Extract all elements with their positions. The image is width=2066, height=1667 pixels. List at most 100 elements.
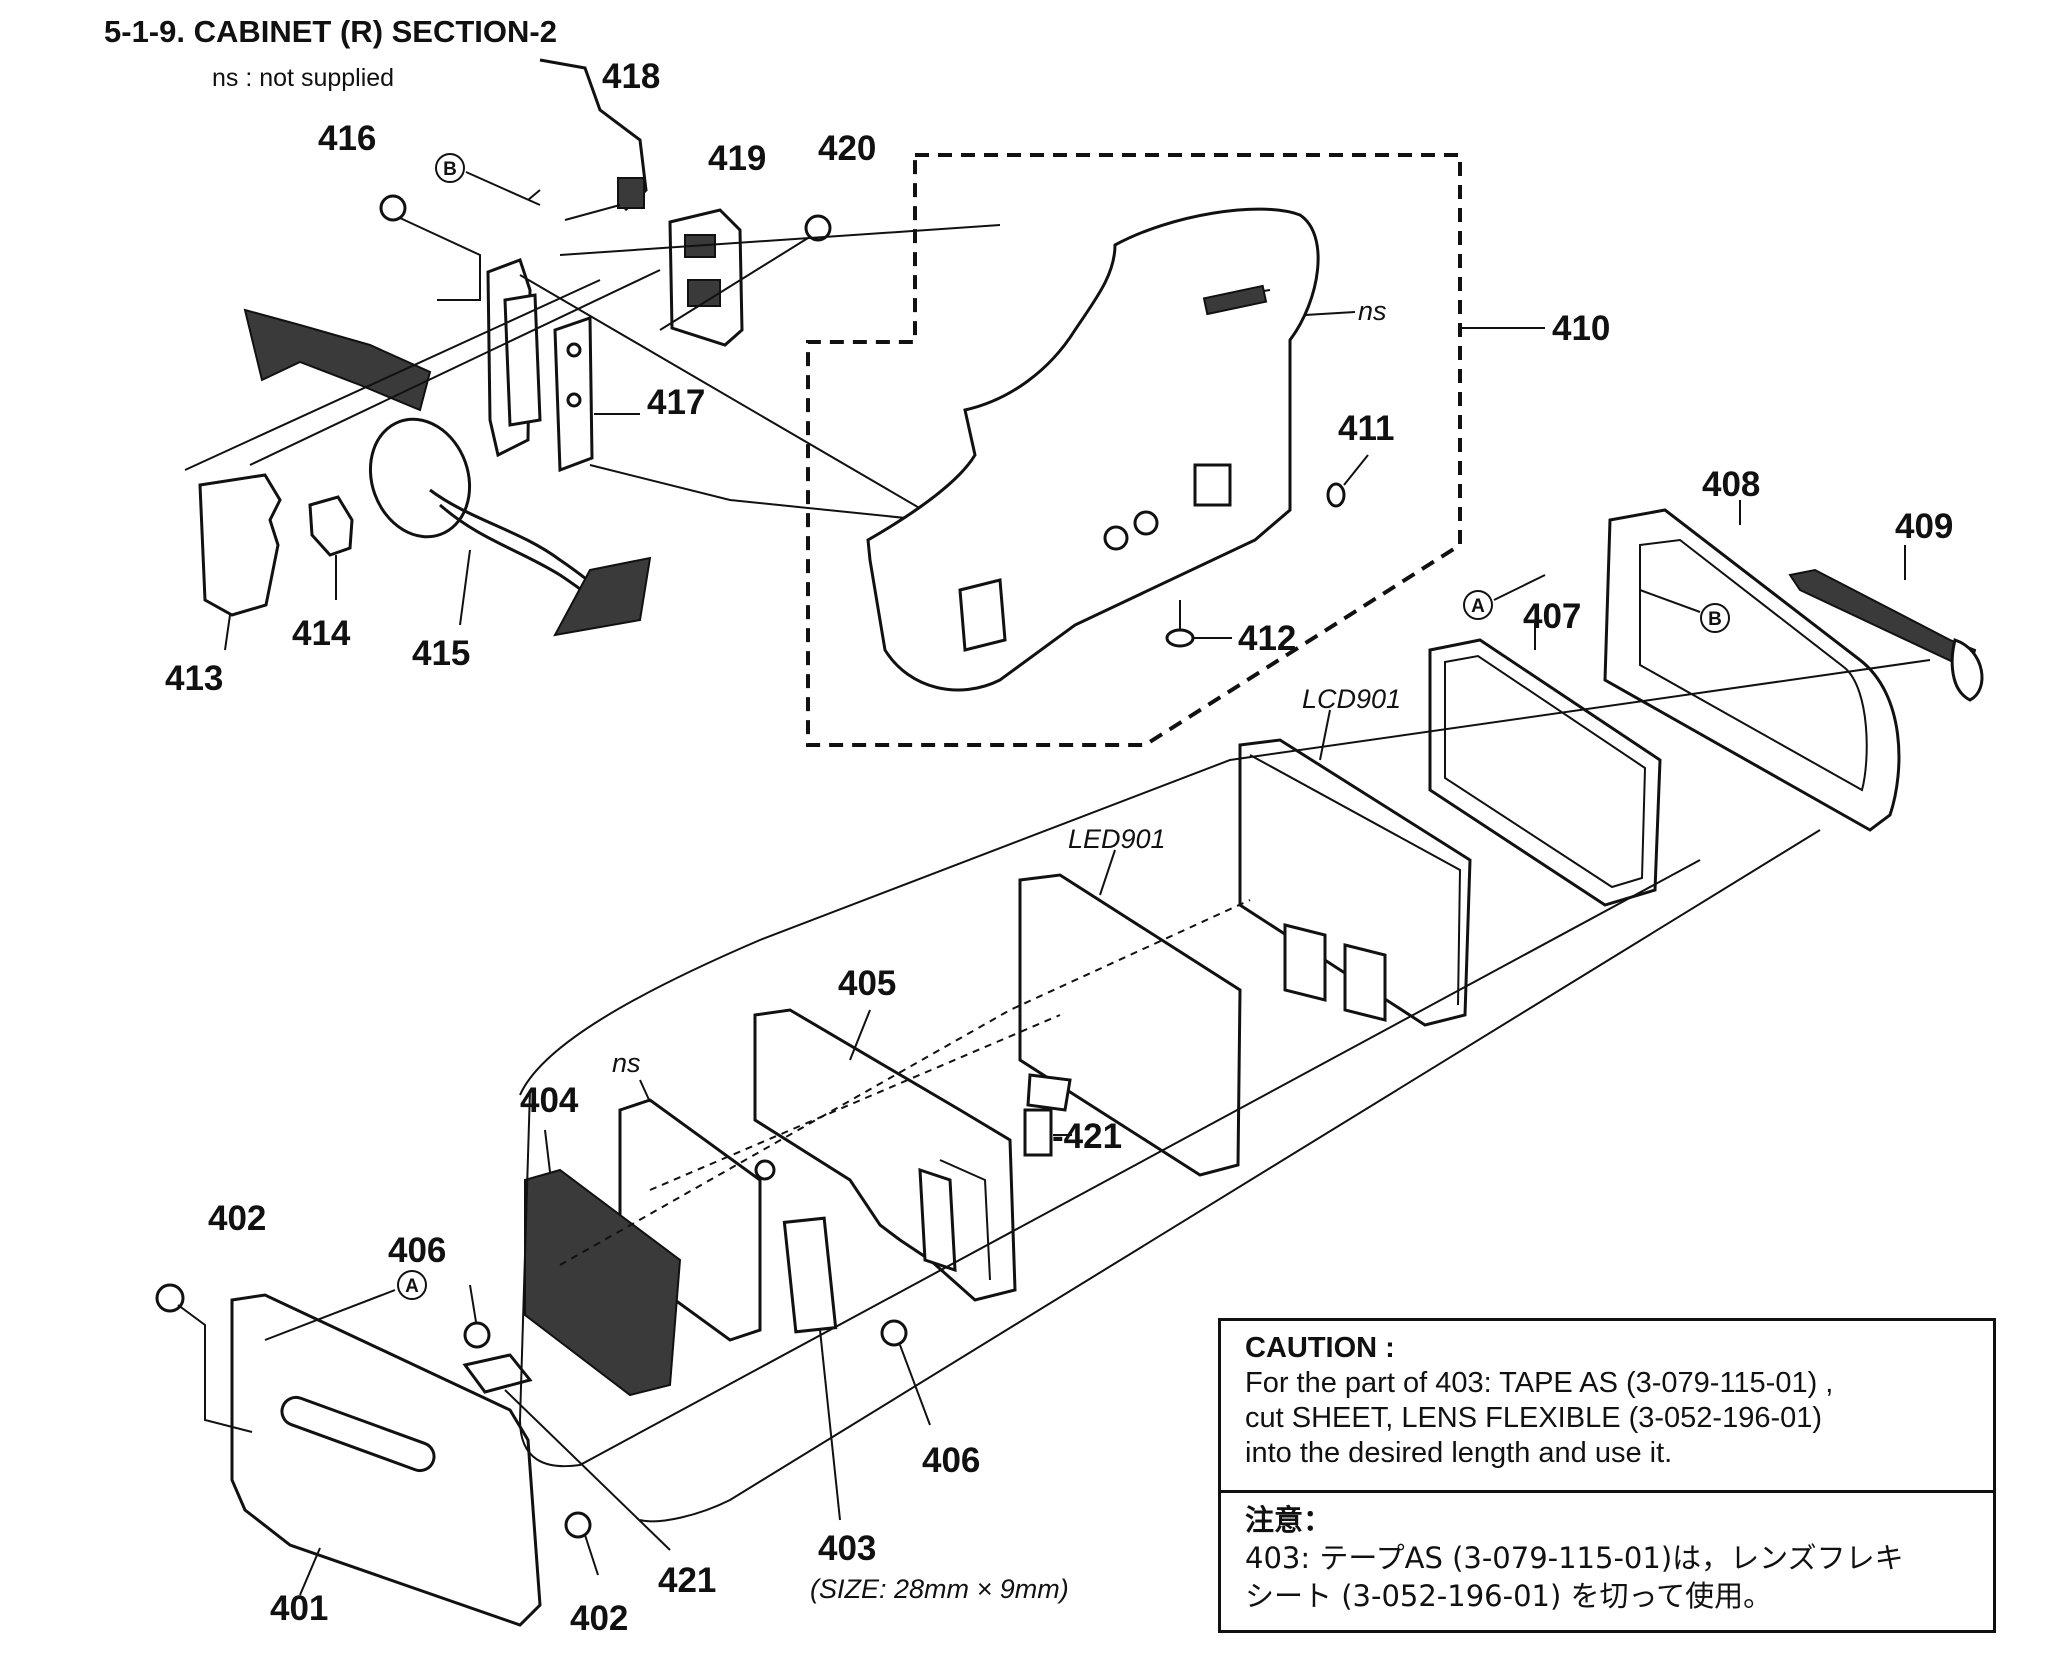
screw-406-left	[463, 1321, 491, 1349]
label-418: 418	[602, 57, 660, 96]
caution-line-3: into the desired length and use it.	[1245, 1437, 1673, 1469]
leader-421-lower	[504, 1389, 671, 1551]
caution-japanese: 注意： 403: テープAS (3-079-115-01)は，レンズフレキ シー…	[1221, 1493, 1993, 1615]
leader-405	[849, 1009, 871, 1061]
label-417: 417	[647, 383, 705, 422]
screw-416-leader	[399, 217, 481, 301]
led-901-sheet	[1018, 873, 1242, 1177]
led-901-tab	[1026, 1073, 1072, 1112]
caution-box: CAUTION : For the part of 403: TAPE AS (…	[1218, 1318, 1996, 1633]
leader-lcd	[1319, 709, 1331, 761]
cover-413	[198, 473, 282, 617]
ref-a-label-bottom: A	[405, 1276, 419, 1297]
board-404	[524, 1168, 682, 1397]
label-413: 413	[165, 659, 223, 698]
leader-402-right	[584, 1534, 599, 1576]
cabinet-jack-1	[1103, 525, 1129, 551]
ref-a-arrow-bottom	[264, 1289, 396, 1341]
frame-407	[1428, 638, 1662, 907]
label-420: 420	[818, 129, 876, 168]
ref-a-label-right: A	[1471, 596, 1485, 617]
leader-413	[224, 614, 231, 651]
label-410: 410	[1552, 309, 1610, 348]
screw-416	[379, 194, 407, 222]
ref-b-arrow-right	[1639, 589, 1701, 613]
dashed-guide-1	[559, 899, 1251, 1266]
cabinet-logo	[1202, 284, 1268, 316]
leader-415	[459, 549, 471, 626]
frame-408-inner	[1639, 538, 1868, 792]
label-421-lower: 421	[658, 1561, 716, 1600]
dashed-guide-2	[649, 1014, 1061, 1191]
assembly-410-boundary	[806, 153, 1462, 747]
caution-heading-jp: 注意：	[1245, 1503, 1333, 1537]
label-414: 414	[292, 614, 351, 653]
leader-led	[1099, 849, 1116, 896]
cabinet-connector	[958, 578, 1007, 652]
part-409	[1788, 568, 1977, 672]
guide-line-2	[249, 269, 661, 466]
leader-ns-mid	[639, 1079, 651, 1103]
clip-414	[308, 495, 354, 557]
label-led901: LED901	[1068, 824, 1166, 854]
ref-b-label-right: B	[1708, 609, 1722, 630]
guide-line-6	[564, 204, 621, 221]
bracket-419	[668, 208, 744, 347]
screw-402-right	[564, 1511, 592, 1539]
frame-407-inner	[1444, 654, 1647, 889]
not-supplied-note: ns : not supplied	[212, 64, 394, 92]
guide-line-3	[519, 274, 941, 521]
label-412: 412	[1238, 619, 1296, 658]
screw-402-leader	[177, 1304, 253, 1433]
part-412	[1165, 628, 1195, 648]
lcd-901-flex	[1283, 923, 1327, 1002]
caution-line-2-jp: シート (3-052-196-01) を切って使用。	[1245, 1579, 1773, 1613]
label-416: 416	[318, 119, 376, 158]
ref-b-marker-right	[1700, 603, 1730, 633]
cover-401-slot	[280, 1395, 436, 1473]
label-404: 404	[520, 1081, 579, 1120]
cabinet-body	[866, 207, 1320, 692]
caution-line-2: cut SHEET, LENS FLEXIBLE (3-052-196-01)	[1245, 1402, 1823, 1434]
guide-line-4	[559, 224, 1001, 256]
hinge-cylinder	[503, 293, 542, 427]
label-407: 407	[1523, 597, 1581, 636]
screw-420	[804, 214, 832, 242]
guide-line-1	[184, 279, 601, 471]
label-409: 409	[1895, 507, 1953, 546]
bracket-405-window	[918, 1167, 957, 1273]
hinge-hole-2	[566, 392, 582, 408]
sheet-421-lower	[462, 1353, 533, 1394]
ref-b-arrow-top	[465, 171, 541, 206]
label-size: (SIZE: 28mm × 9mm)	[810, 1574, 1069, 1604]
leader-404	[544, 1129, 551, 1173]
leader-ns-top	[1304, 311, 1356, 316]
guide-line-7	[527, 189, 541, 201]
harness-connector	[553, 556, 652, 637]
label-421-upper: -421	[1052, 1117, 1122, 1156]
label-403: 403	[818, 1529, 876, 1568]
leader-411	[1343, 454, 1369, 486]
label-408: 408	[1702, 465, 1760, 504]
label-402-left: 402	[208, 1199, 266, 1238]
assembly-outline	[518, 659, 1931, 1523]
label-lcd901: LCD901	[1302, 684, 1401, 714]
hinge-hole-1	[566, 342, 582, 358]
leader-401	[299, 1547, 321, 1596]
ref-a-marker-bottom	[397, 1270, 427, 1300]
leader-403	[819, 1329, 841, 1521]
label-401: 401	[270, 1589, 328, 1628]
label-411: 411	[1338, 409, 1394, 448]
bracket-405-edge	[939, 1159, 991, 1281]
flat-cable	[243, 308, 432, 412]
caution-english: CAUTION : For the part of 403: TAPE AS (…	[1221, 1321, 1993, 1493]
leader-406-right	[899, 1344, 931, 1426]
screw-406-right	[880, 1319, 908, 1347]
caution-heading: CAUTION :	[1245, 1332, 1395, 1364]
ref-a-arrow-right	[1493, 574, 1546, 601]
frame-408	[1603, 508, 1901, 832]
label-ns-top: ns	[1358, 296, 1387, 326]
label-ns-mid: ns	[612, 1048, 641, 1078]
flex-connector-418	[617, 177, 645, 209]
